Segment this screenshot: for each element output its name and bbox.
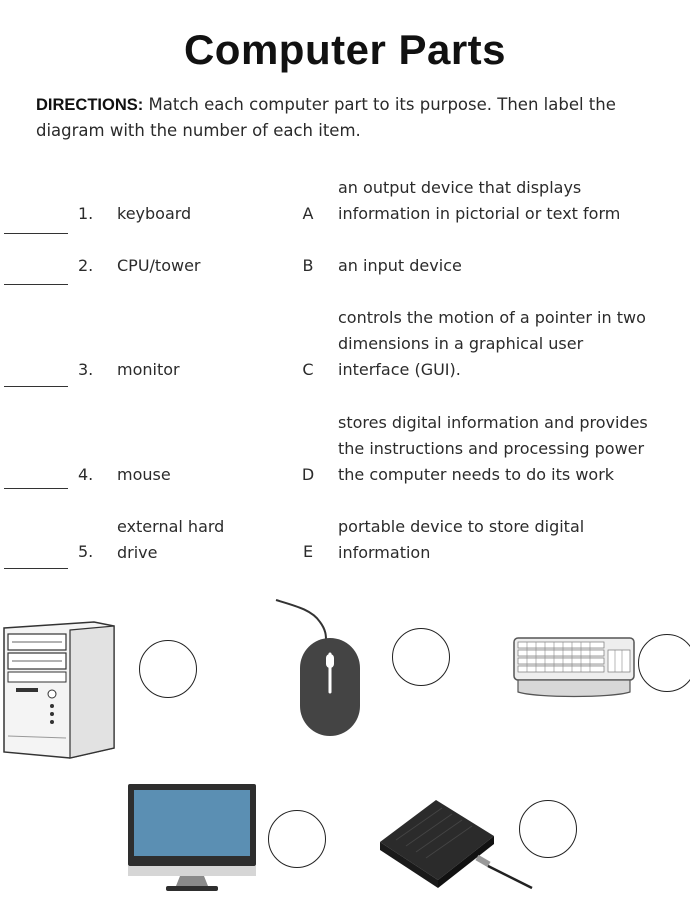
mouse-icon bbox=[275, 599, 360, 736]
answer-blank-3[interactable] bbox=[4, 386, 68, 387]
purpose-d-line-3: the computer needs to do its work bbox=[338, 465, 615, 484]
purpose-text-b: an input device bbox=[338, 253, 690, 279]
directions-label: DIRECTIONS: bbox=[36, 96, 144, 114]
keyboard-icon bbox=[513, 637, 635, 698]
answer-blank-5[interactable] bbox=[4, 568, 68, 569]
purpose-text-d: stores digital information and provides … bbox=[338, 410, 690, 488]
answer-circle-mouse[interactable] bbox=[392, 628, 450, 686]
purpose-a-line-1: an output device that displays bbox=[338, 178, 582, 197]
item-number-5: 5. bbox=[78, 542, 94, 561]
item-5-line-2: drive bbox=[117, 543, 158, 562]
external-hard-drive-icon bbox=[380, 800, 533, 890]
item-number-4: 4. bbox=[78, 465, 94, 484]
item-number-1: 1. bbox=[78, 204, 94, 223]
purpose-text-e: portable device to store digital informa… bbox=[338, 514, 690, 566]
answer-blank-4[interactable] bbox=[4, 488, 68, 489]
answer-circle-hard-drive[interactable] bbox=[519, 800, 577, 858]
purpose-a-line-2: information in pictorial or text form bbox=[338, 204, 621, 223]
purpose-letter-e: E bbox=[302, 542, 314, 561]
purpose-d-line-2: the instructions and processing power bbox=[338, 439, 645, 458]
item-name-1: keyboard bbox=[117, 204, 192, 223]
purpose-c-line-1: controls the motion of a pointer in two bbox=[338, 308, 646, 327]
answer-blank-1[interactable] bbox=[4, 233, 68, 234]
purpose-e-line-1: portable device to store digital bbox=[338, 517, 585, 536]
answer-circle-keyboard[interactable] bbox=[638, 634, 690, 692]
cpu-tower-icon bbox=[3, 621, 115, 759]
purpose-letter-a: A bbox=[302, 204, 314, 223]
purpose-letter-c: C bbox=[302, 360, 314, 379]
item-number-2: 2. bbox=[78, 256, 94, 275]
answer-circle-cpu[interactable] bbox=[139, 640, 197, 698]
purpose-c-line-2: dimensions in a graphical user bbox=[338, 334, 584, 353]
directions-text: Match each computer part to its purpose.… bbox=[36, 95, 616, 140]
answer-circle-monitor[interactable] bbox=[268, 810, 326, 868]
item-5-line-1: external hard bbox=[117, 517, 225, 536]
purpose-text-a: an output device that displays informati… bbox=[338, 175, 690, 227]
purpose-c-line-3: interface (GUI). bbox=[338, 360, 461, 379]
purpose-d-line-1: stores digital information and provides bbox=[338, 413, 648, 432]
purpose-text-c: controls the motion of a pointer in two … bbox=[338, 305, 690, 383]
purpose-b-line-1: an input device bbox=[338, 256, 462, 275]
item-name-3: monitor bbox=[117, 360, 180, 379]
purpose-e-line-2: information bbox=[338, 543, 431, 562]
answer-blank-2[interactable] bbox=[4, 284, 68, 285]
purpose-letter-d: D bbox=[301, 465, 315, 484]
directions: DIRECTIONS: Match each computer part to … bbox=[36, 92, 666, 144]
page-title: Computer Parts bbox=[183, 26, 507, 73]
monitor-icon bbox=[128, 784, 256, 891]
item-name-4: mouse bbox=[117, 465, 171, 484]
item-number-3: 3. bbox=[78, 360, 94, 379]
item-name-5: external hard drive bbox=[117, 514, 297, 566]
purpose-letter-b: B bbox=[302, 256, 314, 275]
item-name-2: CPU/tower bbox=[117, 256, 201, 275]
